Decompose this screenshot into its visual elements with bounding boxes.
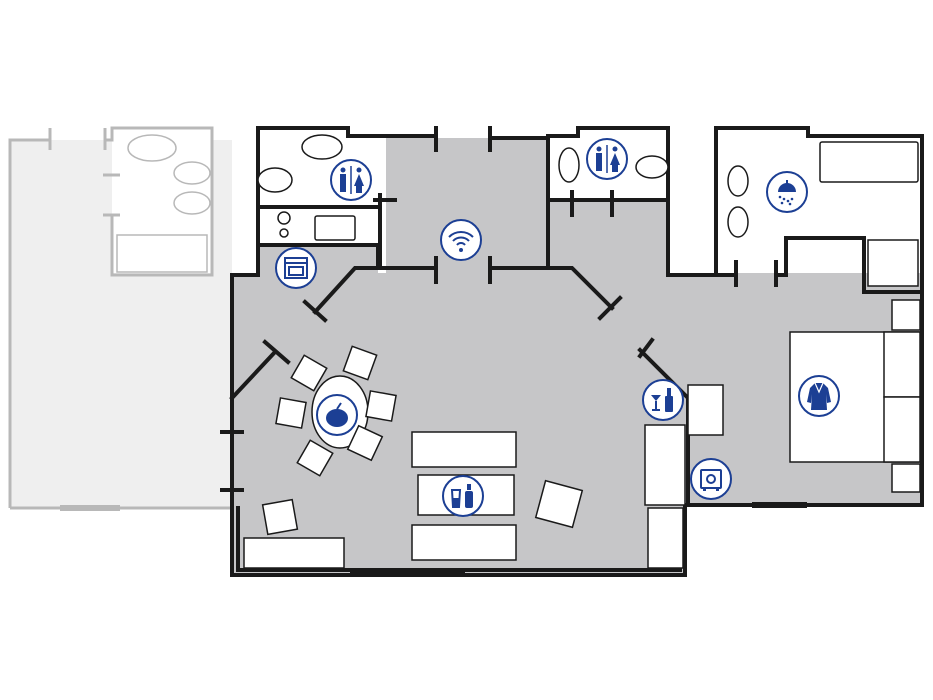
desk <box>644 424 686 506</box>
restroom-icon <box>330 159 372 201</box>
chair <box>290 354 328 392</box>
bathtub <box>819 141 919 183</box>
nightstand <box>891 299 921 331</box>
oven-icon <box>275 247 317 289</box>
bathrobe-icon <box>798 375 840 417</box>
sofa <box>411 524 517 561</box>
chair <box>365 390 397 422</box>
sink <box>558 147 580 183</box>
wardrobe <box>687 384 724 436</box>
chair <box>346 424 384 462</box>
neighbour-unit <box>8 126 232 511</box>
armchair <box>534 479 584 529</box>
sink <box>301 134 343 160</box>
drinks-icon <box>442 475 484 517</box>
shower-tray <box>867 239 919 287</box>
chair <box>342 345 378 381</box>
sink <box>727 165 749 197</box>
sideboard <box>243 537 345 569</box>
apple-icon <box>316 394 358 436</box>
armchair <box>261 498 299 536</box>
sink <box>727 206 749 238</box>
shower-icon <box>766 171 808 213</box>
cabinet <box>647 507 684 569</box>
chair <box>296 439 334 477</box>
minibar-icon <box>642 379 684 421</box>
safe-icon <box>690 458 732 500</box>
restroom-icon <box>586 138 628 180</box>
kitchen-counter <box>314 215 356 241</box>
wifi-icon <box>440 219 482 261</box>
toilet <box>257 167 293 193</box>
chair <box>275 397 307 429</box>
furniture <box>243 299 921 569</box>
toilet <box>635 155 669 179</box>
nightstand <box>891 463 921 493</box>
sofa <box>411 431 517 468</box>
fixtures <box>257 134 919 287</box>
